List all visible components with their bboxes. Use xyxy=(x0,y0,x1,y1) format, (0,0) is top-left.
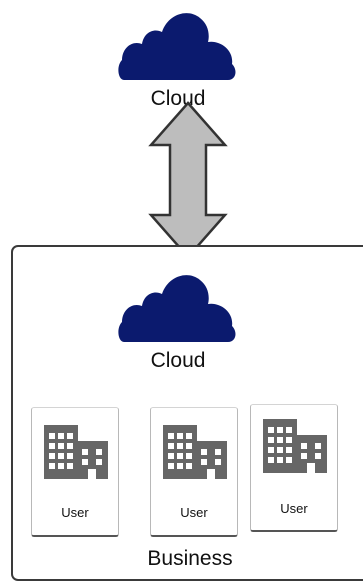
user-label: User xyxy=(61,505,89,520)
cloud-icon xyxy=(118,13,236,80)
building-icon xyxy=(263,419,327,473)
cloud-icon xyxy=(118,275,236,342)
user-label: User xyxy=(280,501,308,516)
building-icon xyxy=(163,425,227,479)
business-cloud-label: Cloud xyxy=(150,349,206,372)
user-card: User xyxy=(250,404,338,532)
user-card: User xyxy=(150,407,238,537)
user-card: User xyxy=(31,407,119,537)
user-label: User xyxy=(180,505,208,520)
top-cloud-label: Cloud xyxy=(150,87,206,110)
business-label: Business xyxy=(147,547,233,570)
double-arrow-icon xyxy=(148,101,228,259)
building-icon xyxy=(44,425,108,479)
